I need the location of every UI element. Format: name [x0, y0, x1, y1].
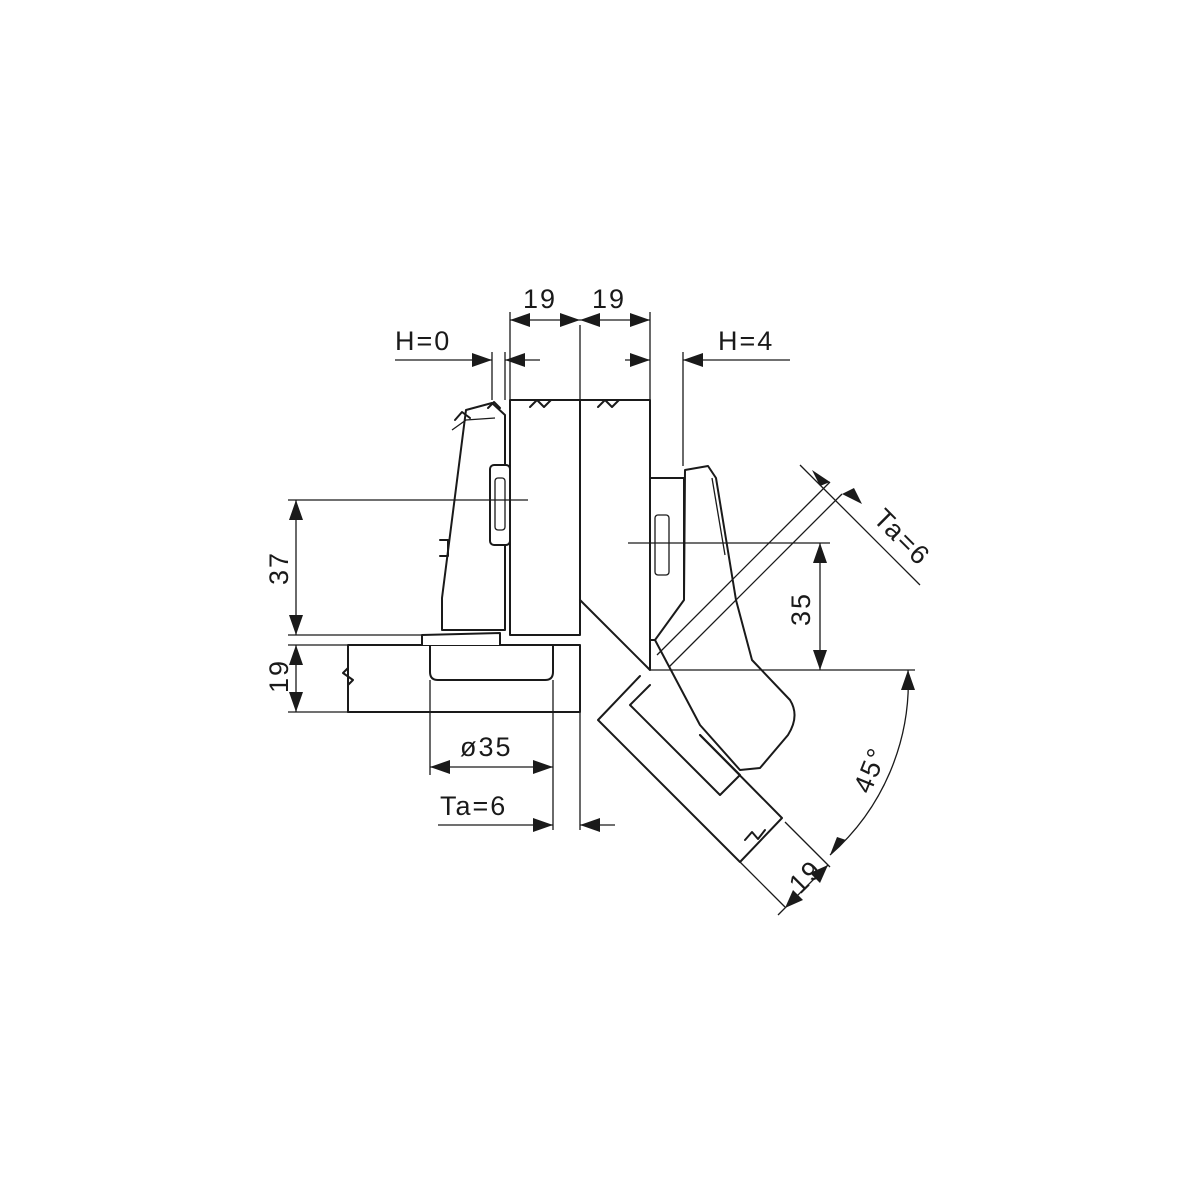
dimension-ta-left	[438, 712, 615, 832]
dimension-door-19	[777, 864, 829, 916]
label-height-35: 35	[786, 592, 816, 626]
open-door	[597, 481, 843, 908]
label-door-19: 19	[783, 854, 828, 899]
label-top-left-19: 19	[523, 284, 557, 314]
dimension-panel-19	[288, 644, 348, 713]
dimension-35	[628, 542, 915, 671]
right-hinge-arm	[649, 465, 796, 771]
left-hinge-arm	[439, 401, 511, 631]
left-door-closed	[509, 399, 581, 636]
center-door-block	[579, 399, 651, 671]
dimension-angle	[829, 669, 915, 856]
side-panel	[342, 644, 581, 713]
dimension-h0	[395, 352, 540, 400]
label-overlay-right: H=4	[718, 326, 774, 356]
dimension-ta-right	[799, 464, 921, 586]
label-ta-right: Ta=6	[868, 503, 937, 572]
dimension-37	[288, 499, 528, 636]
label-angle: 45°	[848, 743, 893, 798]
label-height-37: 37	[264, 551, 294, 585]
label-panel-19: 19	[264, 659, 294, 693]
label-overlay-left: H=0	[395, 326, 451, 356]
dimension-cup-diameter	[429, 680, 554, 830]
dimension-h4	[625, 352, 790, 466]
label-top-right-19: 19	[592, 284, 626, 314]
label-cup-diameter: ø35	[460, 732, 513, 762]
label-ta-left: Ta=6	[440, 791, 507, 821]
mounting-plate	[421, 632, 501, 645]
dimension-top-19-19	[509, 312, 651, 400]
